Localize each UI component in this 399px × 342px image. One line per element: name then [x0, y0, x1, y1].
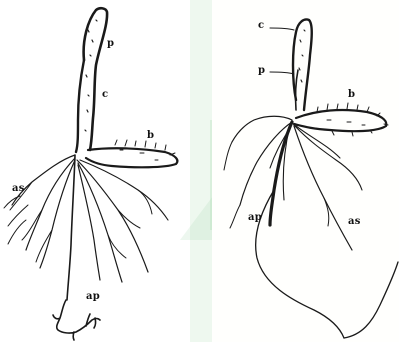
right-seedling-drawing	[212, 0, 399, 342]
left-root-tip	[53, 300, 100, 340]
label-plumule: p	[107, 39, 114, 49]
label-apical-root: ap	[86, 292, 100, 302]
left-coleoptile-outline	[76, 60, 84, 152]
label-coleoptile: c	[102, 90, 108, 100]
right-branch-outline	[294, 110, 386, 131]
label-apical-root: ap	[248, 213, 262, 223]
label-adventitious-shoots: as	[348, 217, 361, 227]
right-plumule-outline	[296, 70, 298, 110]
right-primary-root	[270, 122, 292, 225]
right-seedling-panel: c p b ap as	[212, 0, 399, 342]
label-branch: b	[348, 90, 355, 100]
label-plumule: p	[258, 66, 265, 76]
left-plumule-outline	[84, 8, 107, 150]
label-coleoptile: c	[258, 21, 264, 31]
label-adventitious-shoots: as	[12, 184, 25, 194]
